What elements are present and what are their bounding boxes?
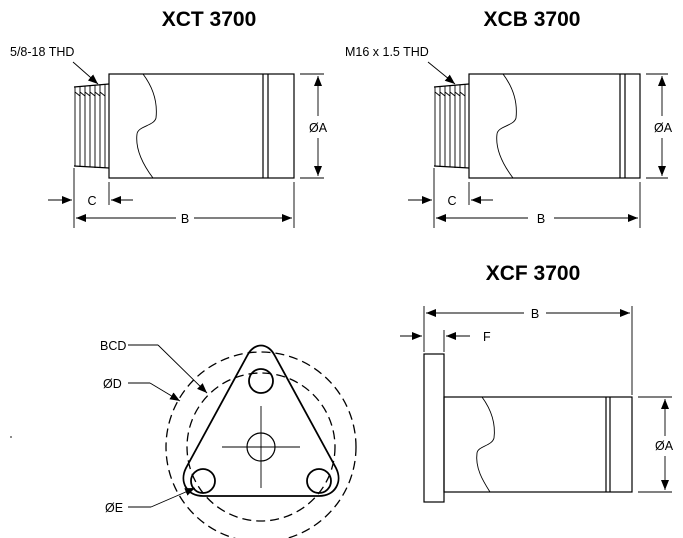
xct-thread xyxy=(73,83,110,169)
xcf-break-line xyxy=(476,396,495,493)
xct-thread-label: 5/8-18 THD xyxy=(10,45,74,59)
xcf-flange xyxy=(423,353,445,503)
xcf-dia-a-label: ØA xyxy=(655,439,674,453)
xcb-title: XCB 3700 xyxy=(484,8,581,31)
xct-c-label: C xyxy=(87,194,96,208)
xcb-dia-a-label: ØA xyxy=(654,121,673,135)
xct-break-line xyxy=(136,73,157,179)
bolt-hole-top xyxy=(248,368,274,394)
xcb-thread xyxy=(433,83,470,169)
dia-d-label: ØD xyxy=(103,377,122,391)
xcb-view: XCB 3700 M16 x 1.5 THD ØA C B xyxy=(345,8,673,228)
xcb-thread-label: M16 x 1.5 THD xyxy=(345,45,429,59)
xcb-b-label: B xyxy=(537,212,545,226)
xcb-break-line xyxy=(496,73,517,179)
xcb-body xyxy=(468,73,641,179)
triangular-flange xyxy=(182,344,340,497)
flange-front-view: BCD ØD ØE xyxy=(100,339,357,538)
xct-view: XCT 3700 5/8-18 THD ØA C B xyxy=(10,8,328,228)
xcf-body xyxy=(443,396,633,493)
xct-body xyxy=(108,73,295,179)
bolt-hole-right xyxy=(306,468,332,494)
xct-b-label: B xyxy=(181,212,189,226)
xcf-view: XCF 3700 B F ØA xyxy=(400,262,674,503)
dia-e-label: ØE xyxy=(105,501,123,515)
xct-title: XCT 3700 xyxy=(162,8,257,31)
xcf-b-label: B xyxy=(531,307,539,321)
xcf-title: XCF 3700 xyxy=(486,262,581,285)
bcd-label: BCD xyxy=(100,339,126,353)
xcb-c-label: C xyxy=(447,194,456,208)
bolt-circle xyxy=(186,372,336,522)
bolt-hole-left xyxy=(190,468,216,494)
xct-dia-a-label: ØA xyxy=(309,121,328,135)
outer-diameter-circle xyxy=(165,351,357,538)
xcf-f-label: F xyxy=(483,330,491,344)
